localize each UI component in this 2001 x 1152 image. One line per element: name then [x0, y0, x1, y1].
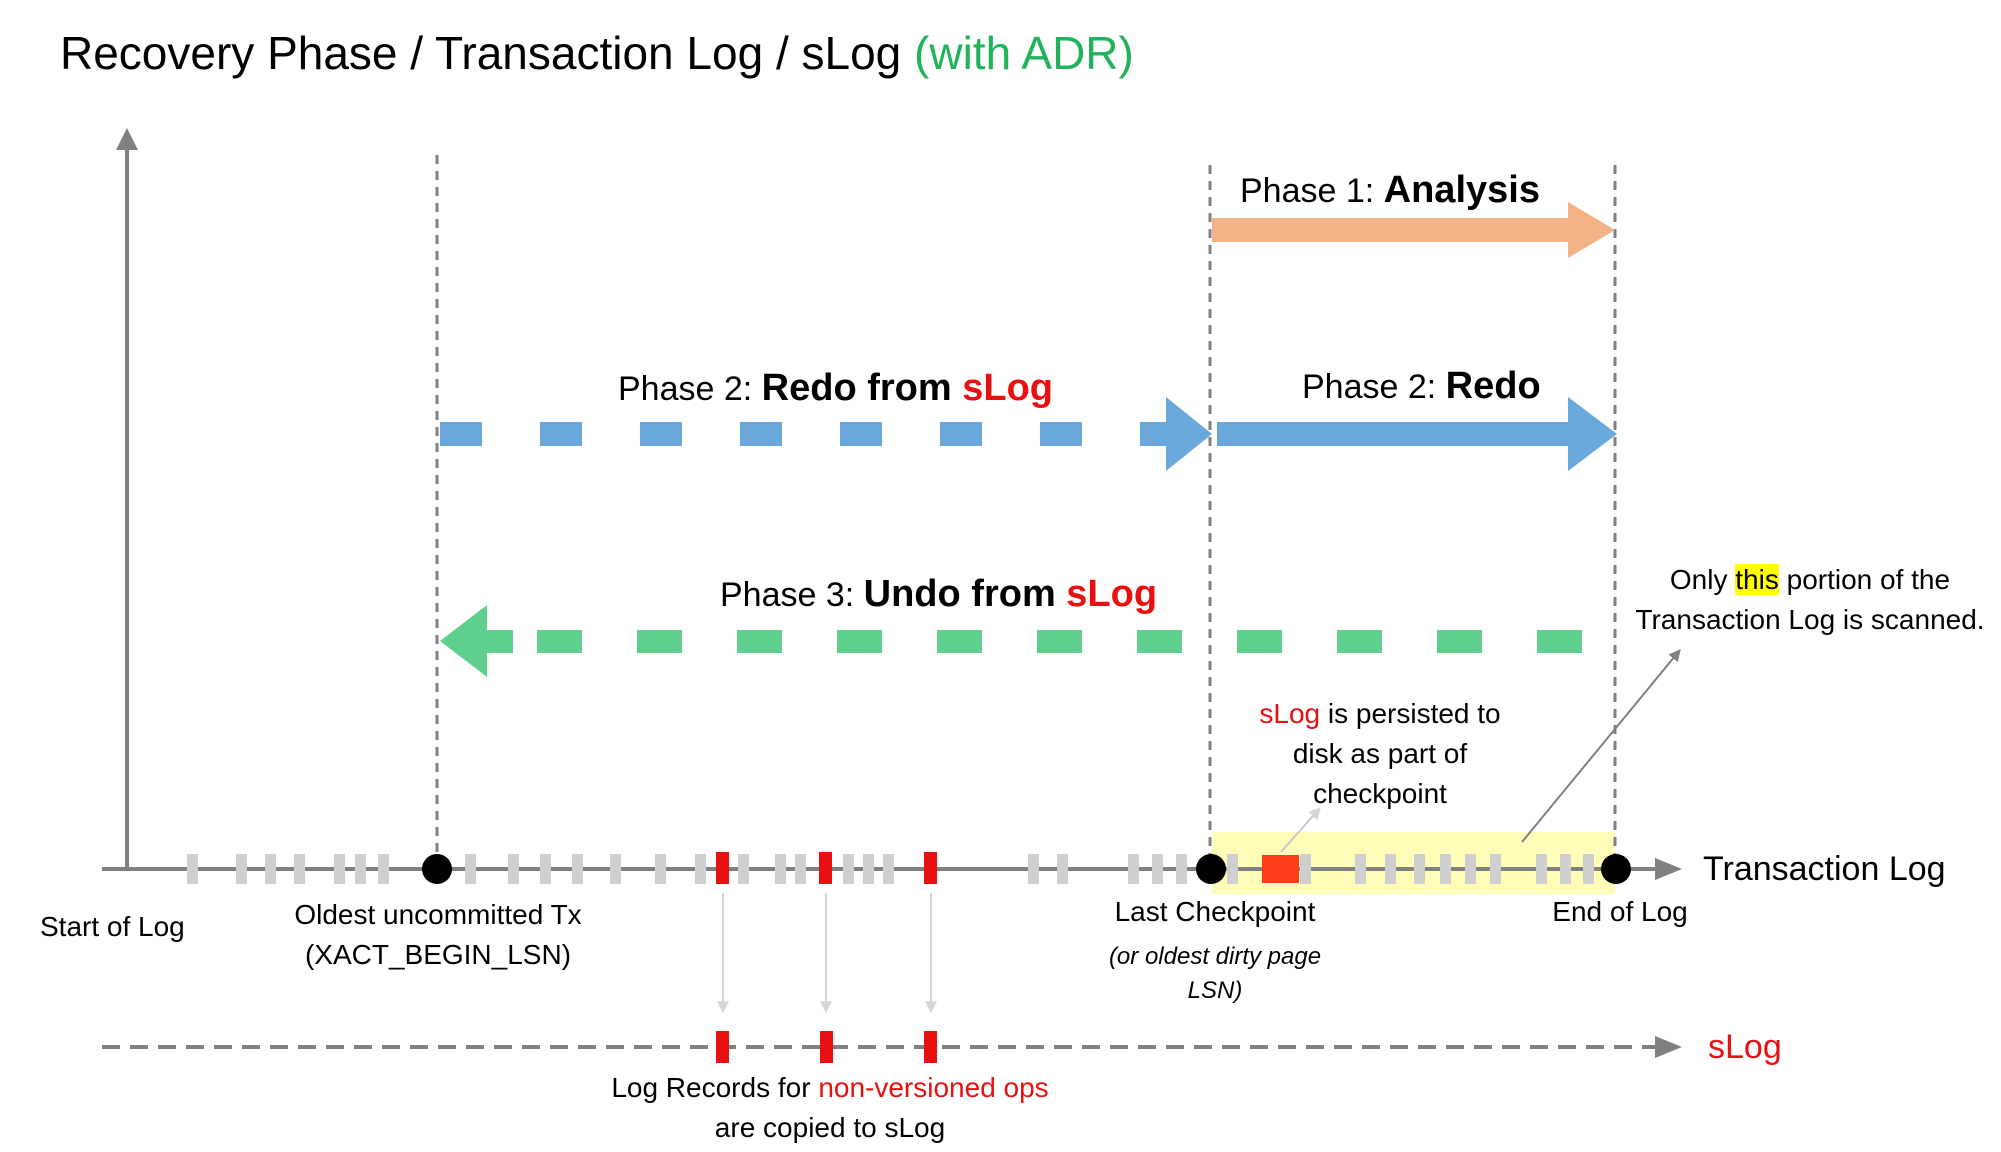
scanned-note-pointer	[1521, 649, 1681, 843]
log-record-ticks	[187, 854, 1594, 884]
phase-redo-name: Redo	[1445, 365, 1541, 407]
slog-records	[716, 1031, 937, 1063]
oldest-tx-line1: Oldest uncommitted Tx	[294, 899, 582, 930]
phase-redo-slog-label: Phase 2: Redo from sLog	[618, 366, 1053, 412]
dirty-page-line1: (or oldest dirty page	[1108, 943, 1322, 970]
last-checkpoint-text: Last Checkpoint	[1114, 896, 1316, 927]
non-versioned-records	[716, 852, 937, 884]
dirty-page-note: (or oldest dirty page LSN)	[1080, 940, 1350, 1008]
log-records-red: non-versioned ops	[818, 1072, 1049, 1103]
log-records-note: Log Records for non-versioned ops are co…	[560, 1068, 1100, 1148]
slog-arrowhead-icon	[1655, 1036, 1682, 1058]
slog-persisted-note: sLog is persisted to disk as part of che…	[1230, 694, 1530, 814]
phase-undo-slog-label: Phase 3: Undo from sLog	[720, 572, 1157, 618]
start-of-log-label: Start of Log	[40, 911, 185, 942]
phase-undo-slog-prefix: Phase 3:	[720, 576, 864, 614]
slog-note-pointer	[1280, 807, 1321, 853]
last-checkpoint-point-icon	[1196, 854, 1226, 884]
title-main: Recovery Phase / Transaction Log / sLog	[60, 27, 902, 79]
oldest-tx-line2: (XACT_BEGIN_LSN)	[304, 939, 572, 970]
end-of-log-label: End of Log	[1552, 896, 1688, 927]
title-highlight: (with ADR)	[914, 27, 1134, 79]
log-records-line2: are copied to sLog	[714, 1112, 946, 1143]
copy-to-slog-arrows	[717, 893, 937, 1014]
oldest-tx-label: Oldest uncommitted Tx (XACT_BEGIN_LSN)	[248, 895, 628, 975]
scanned-note: Only this portion of the Transaction Log…	[1630, 560, 1990, 640]
end-of-log-point-icon	[1601, 854, 1631, 884]
log-records-line1: Log Records for non-versioned ops	[611, 1072, 1049, 1103]
undo-from-slog-arrow	[440, 605, 1582, 677]
redo-arrow	[1217, 397, 1617, 471]
phase-redo-label: Phase 2: Redo	[1302, 364, 1541, 410]
slog-persisted-line1: sLog is persisted to	[1259, 698, 1501, 729]
slog-persisted-slog: sLog	[1259, 698, 1321, 729]
slog-label: sLog	[1708, 1028, 1782, 1066]
oldest-tx-point-icon	[422, 854, 452, 884]
redo-from-slog-arrow	[440, 397, 1212, 471]
dirty-page-line2: LSN)	[1187, 977, 1243, 1004]
scanned-note-line1: Only this portion of the	[1669, 564, 1951, 595]
phase-redo-slog-name: Redo from	[761, 367, 963, 409]
analysis-arrow	[1212, 202, 1615, 258]
phase-analysis-prefix: Phase 1:	[1240, 172, 1384, 210]
phase-undo-slog-slog: sLog	[1066, 573, 1158, 615]
scanned-highlight: this	[1735, 564, 1779, 595]
transaction-log-label: Transaction Log	[1703, 850, 1946, 888]
scanned-note-line2: Transaction Log is scanned.	[1635, 604, 1985, 635]
phase-analysis-name: Analysis	[1383, 169, 1540, 211]
last-checkpoint-label: Last Checkpoint	[1080, 895, 1350, 929]
phase-redo-slog-slog: sLog	[962, 367, 1053, 409]
slog-persisted-line2: disk as part of	[1292, 738, 1468, 769]
phase-analysis-label: Phase 1: Analysis	[1240, 168, 1540, 214]
vertical-axis-arrowhead-icon	[116, 128, 138, 150]
phase-undo-slog-name: Undo from	[863, 573, 1067, 615]
checkpoint-slog-record	[1262, 855, 1299, 883]
phase-redo-prefix: Phase 2:	[1302, 368, 1446, 406]
vertical-guides	[435, 155, 1617, 858]
slog-persisted-line3: checkpoint	[1313, 778, 1447, 809]
page-title: Recovery Phase / Transaction Log / sLog …	[60, 26, 1134, 81]
transaction-log-arrowhead-icon	[1655, 858, 1682, 880]
phase-redo-slog-prefix: Phase 2:	[618, 370, 762, 408]
